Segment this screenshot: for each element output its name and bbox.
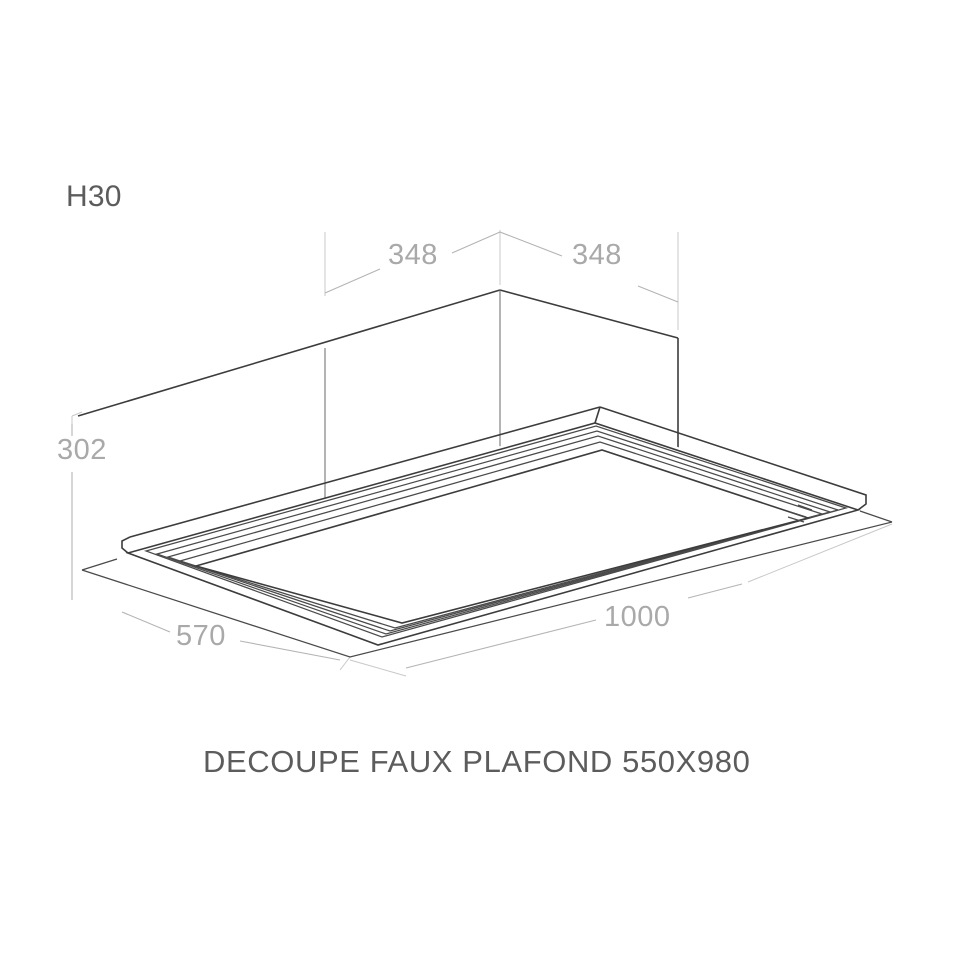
dim-line-348-left-b — [451, 231, 501, 254]
ext-tick-height-top — [71, 411, 83, 417]
hood-back-top-edge-left — [129, 406, 601, 538]
dimension-group-top — [324, 230, 679, 330]
dim-label-348-right: 348 — [572, 239, 622, 271]
dim-line-1000-b — [687, 583, 743, 599]
hood-right-detail — [787, 504, 813, 523]
hood-inner-panel — [193, 449, 811, 624]
hood-frame-ring-4 — [177, 441, 825, 629]
hood-latch-mark-1 — [789, 511, 807, 518]
hood-frame-ring-1 — [143, 425, 849, 638]
dim-line-570-b — [239, 640, 341, 661]
dim-line-570-a — [121, 611, 171, 633]
ext-line-1000-start — [349, 659, 407, 677]
dim-label-1000: 1000 — [604, 601, 671, 633]
dim-line-348-right-b — [637, 285, 679, 303]
housing-top-edge-right — [499, 289, 679, 339]
dimension-group-height — [71, 411, 83, 600]
hood-inner-panel-fill — [196, 450, 808, 623]
ext-line-570-end — [339, 656, 351, 671]
ext-line-1000-end — [747, 523, 893, 583]
hood-left-flange — [121, 536, 131, 554]
drawing-caption: DECOUPE FAUX PLAFOND 550X980 — [203, 744, 751, 779]
hood-right-flange — [599, 406, 867, 511]
ceiling-plane-right-stub — [859, 510, 893, 523]
dim-label-348-left: 348 — [388, 239, 438, 271]
hood-latch-mark-2 — [787, 516, 805, 523]
hood-frame-ring-3 — [165, 435, 833, 632]
hood-inner-panel-outline — [193, 449, 811, 624]
dim-label-570: 570 — [176, 620, 226, 652]
model-code-label: H30 — [66, 180, 122, 213]
hood-back-corner-link — [594, 406, 601, 424]
ceiling-plane-left-stub — [81, 558, 118, 571]
hood-frame-ring-2 — [154, 430, 841, 635]
dim-label-302: 302 — [57, 434, 107, 466]
ceiling-plane-front-edges — [81, 521, 893, 658]
dim-line-348-right-a — [499, 231, 563, 257]
housing-top-edge-left — [77, 289, 501, 417]
hood-latch-mark-3 — [797, 504, 813, 511]
dim-line-348-left-a — [324, 268, 381, 294]
dim-line-1000-a — [405, 619, 597, 669]
hood-frame-channels — [143, 425, 849, 638]
